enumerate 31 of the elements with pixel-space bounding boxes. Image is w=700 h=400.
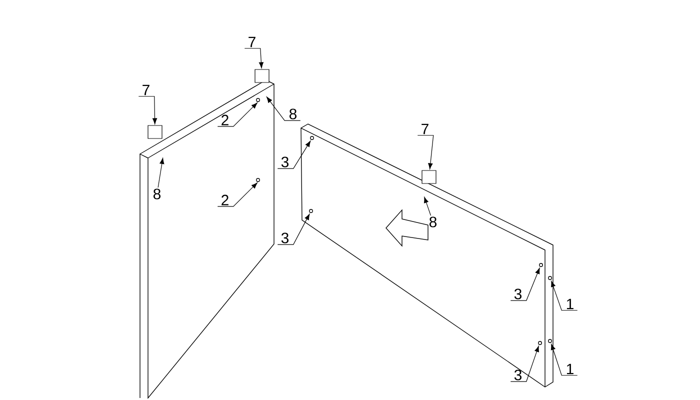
hinge-drawing bbox=[148, 125, 162, 139]
leader-line bbox=[510, 268, 540, 301]
callout-number: 7 bbox=[248, 36, 256, 48]
callout-number: 1 bbox=[566, 364, 574, 374]
callout-number: 8 bbox=[290, 108, 297, 120]
callout-number: 1 bbox=[566, 298, 574, 310]
callout-number: 7 bbox=[142, 84, 150, 96]
callout-number: 2 bbox=[222, 194, 228, 206]
leader-line bbox=[266, 96, 301, 121]
callout-number: 8 bbox=[430, 216, 437, 228]
hinge-drawing bbox=[422, 170, 436, 184]
leader-line bbox=[244, 48, 264, 68]
leader-line bbox=[550, 344, 578, 376]
callout-number: 3 bbox=[281, 232, 289, 244]
callout-number: 7 bbox=[422, 124, 428, 134]
callout-number: 3 bbox=[281, 156, 289, 168]
leader-line bbox=[424, 196, 432, 216]
leader-line bbox=[277, 214, 310, 245]
callout-number: 3 bbox=[514, 288, 522, 300]
leader-line bbox=[551, 280, 578, 311]
callout-number: 2 bbox=[222, 114, 228, 126]
callout-number: 8 bbox=[154, 188, 161, 200]
leader-line bbox=[217, 182, 258, 207]
callout-number: 3 bbox=[514, 370, 522, 380]
leader-line bbox=[417, 135, 434, 170]
leader-line bbox=[158, 158, 164, 188]
leader-line bbox=[138, 96, 158, 124]
leader-line bbox=[510, 346, 539, 382]
leader-line bbox=[217, 102, 258, 127]
leader-line bbox=[277, 140, 311, 169]
hinge-drawing bbox=[254, 69, 270, 83]
